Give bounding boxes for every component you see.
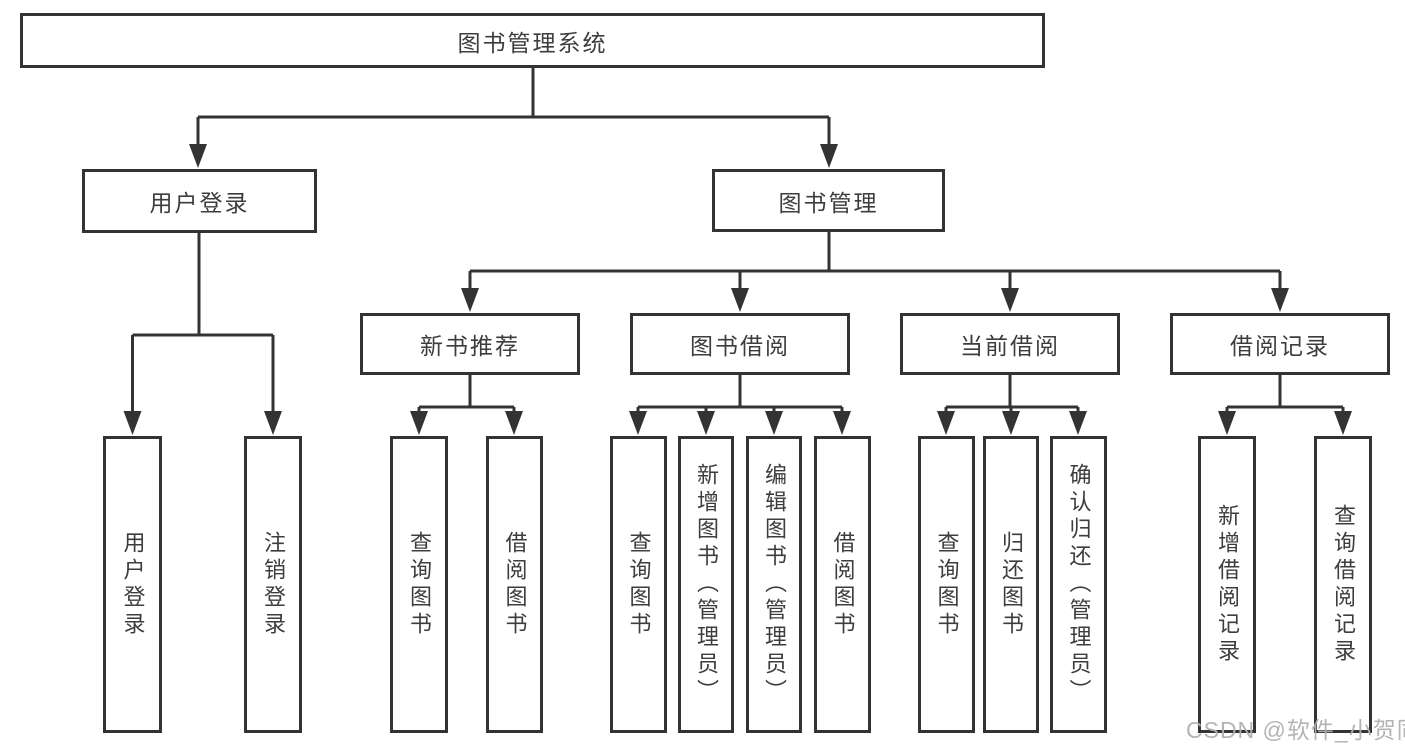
node-user-login-branch: 用户登录 — [82, 169, 317, 233]
arrow-down-icon — [629, 411, 647, 435]
csdn-watermark: CSDN @软件_小贺同学 — [1186, 717, 1405, 743]
arrow-down-icon — [1002, 411, 1020, 435]
arrow-down-icon — [937, 411, 955, 435]
node-book-borrowing: 图书借阅 — [630, 313, 850, 375]
arrow-down-icon — [731, 288, 749, 312]
leaf-borrowing-add-books-admin: 新增图书（管理员） — [678, 436, 734, 733]
leaf-borrowing-edit-books-admin: 编辑图书（管理员） — [746, 436, 802, 733]
arrow-down-icon — [461, 288, 479, 312]
node-borrowing-records: 借阅记录 — [1170, 313, 1390, 375]
leaf-user-login: 用户登录 — [103, 436, 162, 733]
leaf-records-add-borrow-record: 新增借阅记录 — [1198, 436, 1256, 733]
node-book-management-branch: 图书管理 — [712, 169, 945, 232]
arrow-down-icon — [820, 144, 838, 168]
leaf-recommend-borrow-books: 借阅图书 — [486, 436, 543, 733]
node-current-borrowing: 当前借阅 — [900, 313, 1120, 375]
node-new-book-recommendation: 新书推荐 — [360, 313, 580, 375]
arrow-down-icon — [1271, 288, 1289, 312]
arrow-down-icon — [189, 144, 207, 168]
node-root-book-management-system: 图书管理系统 — [20, 13, 1045, 68]
arrow-down-icon — [410, 411, 428, 435]
leaf-logout: 注销登录 — [244, 436, 302, 733]
arrow-down-icon — [264, 411, 282, 435]
arrow-down-icon — [1069, 411, 1087, 435]
arrow-down-icon — [505, 411, 523, 435]
arrow-down-icon — [1001, 288, 1019, 312]
arrow-down-icon — [765, 411, 783, 435]
leaf-current-return-books: 归还图书 — [983, 436, 1039, 733]
leaf-recommend-query-books: 查询图书 — [390, 436, 448, 733]
leaf-records-query-borrow-record: 查询借阅记录 — [1314, 436, 1372, 733]
arrow-down-icon — [1218, 411, 1236, 435]
arrow-down-icon — [123, 411, 142, 435]
arrow-down-icon — [697, 411, 715, 435]
leaf-current-query-books: 查询图书 — [918, 436, 975, 733]
leaf-borrowing-borrow-books: 借阅图书 — [814, 436, 871, 733]
arrowheads — [123, 144, 1352, 435]
leaf-borrowing-query-books: 查询图书 — [610, 436, 667, 733]
arrow-down-icon — [833, 411, 851, 435]
arrow-down-icon — [1334, 411, 1352, 435]
leaf-current-confirm-return-admin: 确认归还（管理员） — [1050, 436, 1107, 733]
